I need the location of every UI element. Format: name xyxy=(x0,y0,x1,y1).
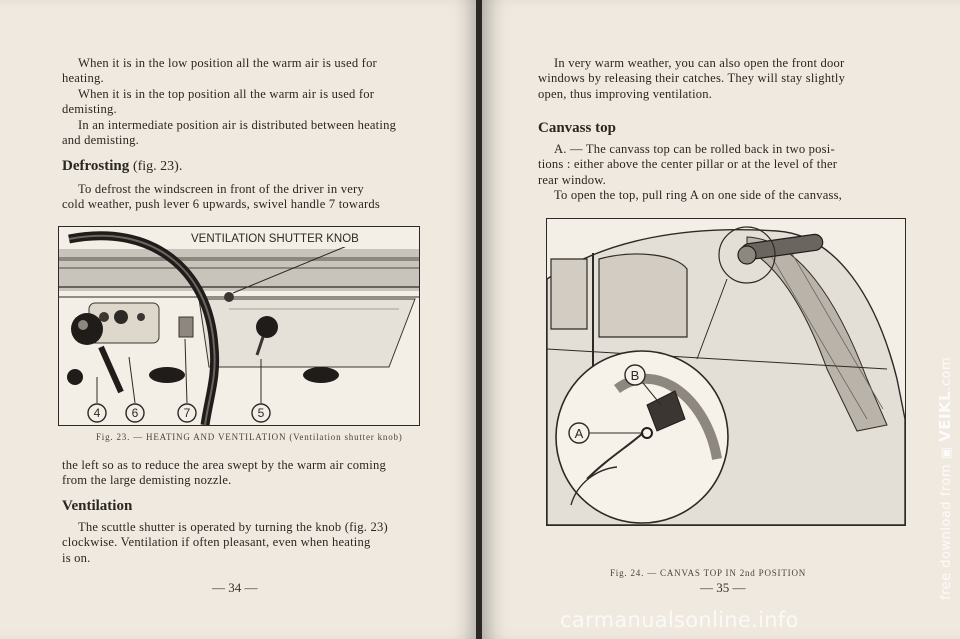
figure-23-dashboard: 4 6 7 5 VENTILATION SHUTTER KNOB xyxy=(58,226,420,426)
ventilation-heading: Ventilation xyxy=(62,498,133,514)
text-line: is on. xyxy=(62,550,91,565)
text-line: In very warm weather, you can also open … xyxy=(554,56,845,70)
callout-7: 7 xyxy=(177,403,197,423)
text-line: The scuttle shutter is operated by turni… xyxy=(78,520,388,534)
figure-24-caption: Fig. 24. — CANVAS TOP IN 2nd POSITION xyxy=(610,568,807,578)
callout-b: B xyxy=(624,364,646,386)
callout-4: 4 xyxy=(87,403,107,423)
veikl-logo-icon: ▣ xyxy=(939,446,954,460)
ventilation-paragraph: The scuttle shutter is operated by turni… xyxy=(62,520,388,566)
watermark-prefix: free download from xyxy=(939,463,954,600)
text-line: rear window. xyxy=(538,172,607,187)
svg-text:A: A xyxy=(575,426,584,441)
text-line: and demisting. xyxy=(62,133,139,148)
svg-text:B: B xyxy=(631,368,640,383)
svg-text:4: 4 xyxy=(94,406,101,420)
text-line: the left so as to reduce the area swept … xyxy=(62,458,386,472)
right-page: In very warm weather, you can also open … xyxy=(482,0,960,639)
watermark-brand: VEIKL xyxy=(936,390,954,442)
text-line: A. — The canvass top can be rolled back … xyxy=(554,142,835,156)
text-line: When it is in the low position all the w… xyxy=(78,56,377,70)
dashboard-illustration: 4 6 7 5 VENTILATION SHUTTER KNOB xyxy=(59,227,419,425)
text-line: demisting. xyxy=(62,102,117,117)
heating-paragraphs: When it is in the low position all the w… xyxy=(62,56,396,148)
text-line: windows by releasing their catches. They… xyxy=(538,71,846,86)
text-line: cold weather, push lever 6 upwards, swiv… xyxy=(62,197,381,212)
defrosting-heading: Defrosting (fig. 23). xyxy=(62,158,182,175)
after-figure-paragraph: the left so as to reduce the area swept … xyxy=(62,458,386,489)
callout-a: A xyxy=(568,422,590,444)
heading-figure-ref: (fig. 23). xyxy=(132,159,183,174)
text-line: To open the top, pull ring A on one side… xyxy=(554,188,843,203)
text-line: When it is in the top position all the w… xyxy=(78,86,375,101)
text-line: heating. xyxy=(62,71,104,86)
canvas-top-paragraph: A. — The canvass top can be rolled back … xyxy=(538,142,842,204)
text-line: In an intermediate position air is distr… xyxy=(78,117,397,132)
text-line: tions : either above the center pillar o… xyxy=(538,157,838,172)
figure-label: VENTILATION SHUTTER KNOB xyxy=(191,233,359,245)
defrosting-paragraph: To defrost the windscreen in front of th… xyxy=(62,182,380,213)
watermark-suffix: .com xyxy=(939,356,954,391)
svg-text:5: 5 xyxy=(258,406,265,420)
text-line: from the large demisting nozzle. xyxy=(62,473,232,488)
heading-text: Defrosting xyxy=(62,158,130,174)
svg-text:7: 7 xyxy=(184,406,191,420)
callout-6: 6 xyxy=(125,403,145,423)
canvas-top-illustration: B A xyxy=(547,219,905,525)
bottom-watermark: carmanualsonline.info xyxy=(560,608,799,632)
text-line: clockwise. Ventilation if often pleasant… xyxy=(62,535,371,550)
page-number-right: — 35 — xyxy=(700,580,746,595)
callout-5: 5 xyxy=(251,403,271,423)
figure-24-canvas-top: B A xyxy=(546,218,906,526)
text-line: open, thus improving ventilation. xyxy=(538,86,713,101)
svg-text:6: 6 xyxy=(132,406,139,420)
book-gutter xyxy=(476,0,484,639)
figure-23-caption: Fig. 23. — HEATING AND VENTILATION (Vent… xyxy=(96,432,403,442)
canvas-top-heading: Canvass top xyxy=(538,120,616,136)
left-page: When it is in the low position all the w… xyxy=(0,0,478,639)
intro-paragraph: In very warm weather, you can also open … xyxy=(538,56,845,102)
text-line: To defrost the windscreen in front of th… xyxy=(78,182,364,196)
side-watermark: free download from ▣ VEIKL.com xyxy=(936,357,954,600)
page-number-left: — 34 — xyxy=(212,580,258,595)
